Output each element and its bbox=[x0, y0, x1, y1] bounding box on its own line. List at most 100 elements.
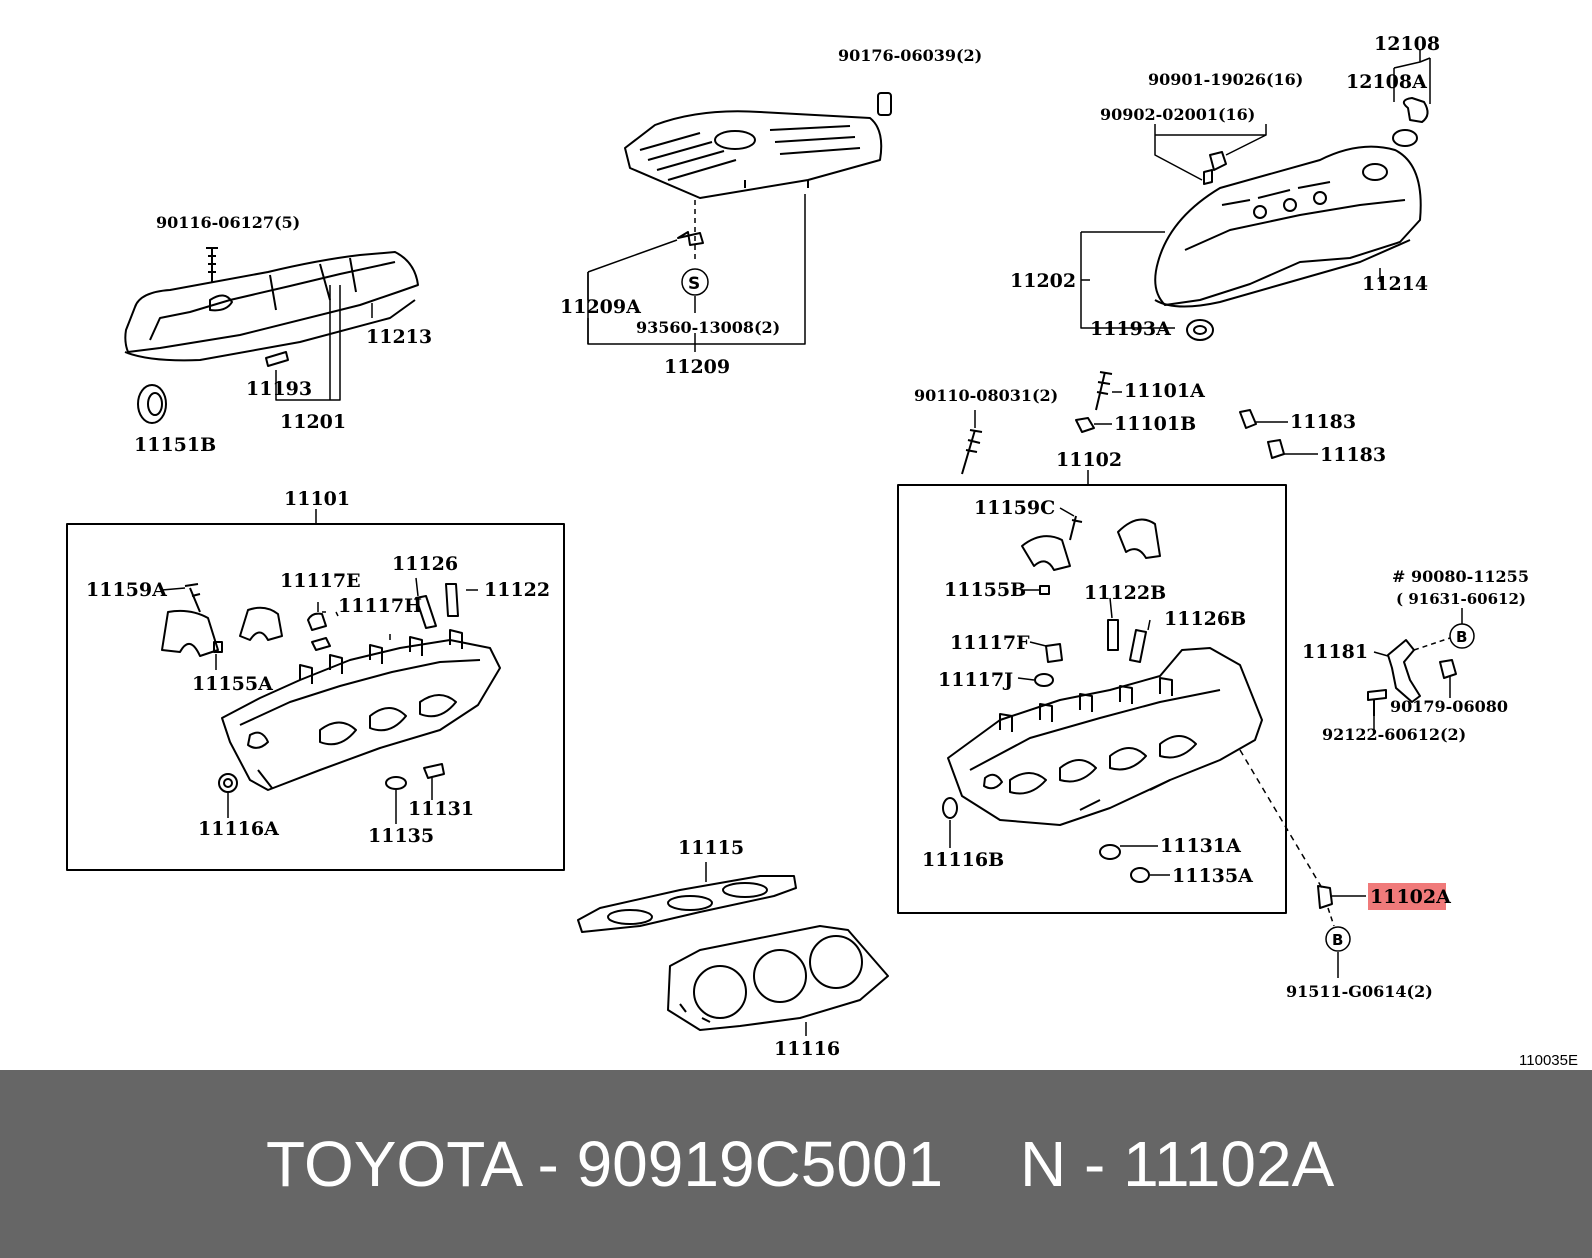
label-11117f: 11117F bbox=[950, 632, 1030, 654]
highlight-11102a bbox=[1368, 883, 1446, 910]
footer-reference: N - 11102A bbox=[1020, 1128, 1335, 1200]
label-11213: 11213 bbox=[366, 326, 432, 348]
label-11135a: 11135A bbox=[1172, 865, 1253, 887]
grommet-11193a bbox=[1186, 319, 1214, 341]
seal-11131 bbox=[423, 763, 445, 779]
seal-11131a bbox=[1099, 844, 1121, 860]
label-11131a: 11131A bbox=[1160, 835, 1241, 857]
label-11101: 11101 bbox=[284, 488, 350, 510]
label-11159c: 11159C bbox=[974, 497, 1055, 519]
bolt-92122 bbox=[1367, 689, 1387, 716]
label-11131: 11131 bbox=[408, 798, 474, 820]
label-11214: 11214 bbox=[1362, 273, 1428, 295]
label-90116-06127: 90116-06127(5) bbox=[156, 213, 300, 232]
plug-11117f bbox=[1045, 643, 1063, 663]
label-11135: 11135 bbox=[368, 825, 434, 847]
nut-11101b bbox=[1075, 417, 1095, 433]
washer-11117j bbox=[1034, 673, 1054, 687]
label-11126b: 11126B bbox=[1164, 608, 1246, 630]
guide-11122 bbox=[445, 583, 459, 617]
label-b-lower: B bbox=[1332, 931, 1343, 949]
bracket-11209a bbox=[677, 231, 704, 246]
label-11201: 11201 bbox=[280, 411, 346, 433]
label-11183-lower: 11183 bbox=[1320, 444, 1386, 466]
label-11101b: 11101B bbox=[1114, 413, 1196, 435]
label-12108a: 12108A bbox=[1346, 71, 1427, 93]
bearing-cap-11159c bbox=[1021, 518, 1161, 571]
grommet-90901 bbox=[1203, 151, 1227, 185]
pin-11155a bbox=[213, 641, 223, 653]
label-11122b: 11122B bbox=[1084, 582, 1166, 604]
footer-bar: TOYOTA - 90919C5001 N - 11102A bbox=[0, 1070, 1592, 1258]
bracket-11181 bbox=[1387, 639, 1421, 703]
sensor-11102a bbox=[1317, 885, 1333, 909]
diagram-code: 110035E bbox=[1519, 1052, 1578, 1069]
cylinder-head-right bbox=[947, 647, 1263, 826]
intake-gasket-11115 bbox=[577, 875, 797, 933]
label-11116b: 11116B bbox=[922, 849, 1004, 871]
label-11209: 11209 bbox=[664, 356, 730, 378]
nut-90179 bbox=[1439, 659, 1457, 679]
label-90902-02001: 90902-02001(16) bbox=[1100, 105, 1255, 124]
label-90080-11255: # 90080-11255 bbox=[1392, 567, 1529, 586]
label-11193: 11193 bbox=[246, 378, 312, 400]
label-11159a: 11159A bbox=[86, 579, 167, 601]
label-91511-g0614: 91511-G0614(2) bbox=[1286, 982, 1433, 1001]
label-11202: 11202 bbox=[1010, 270, 1076, 292]
gasket-11193 bbox=[265, 351, 289, 367]
label-11116: 11116 bbox=[774, 1038, 840, 1060]
label-90110-08031: 90110-08031(2) bbox=[914, 386, 1058, 405]
label-11117j: 11117J bbox=[938, 669, 1013, 691]
b-marker-lower bbox=[1325, 926, 1351, 952]
bolt-90110 bbox=[961, 429, 983, 475]
label-11116a: 11116A bbox=[198, 818, 279, 840]
pin-11155b bbox=[1039, 585, 1050, 595]
label-90179-06080: 90179-06080 bbox=[1390, 697, 1508, 716]
seal-11151b bbox=[137, 384, 167, 424]
guide-11122b bbox=[1107, 619, 1119, 651]
label-11151b: 11151B bbox=[134, 434, 216, 456]
head-gasket-11116 bbox=[667, 925, 889, 1031]
bolt-11159a bbox=[184, 583, 201, 613]
s-marker-circle bbox=[681, 268, 709, 296]
label-11122: 11122 bbox=[484, 579, 550, 601]
label-93560-13008: 93560-13008(2) bbox=[636, 318, 780, 337]
label-11181: 11181 bbox=[1302, 641, 1368, 663]
label-s: S bbox=[688, 274, 700, 294]
seal-11116a bbox=[218, 773, 238, 793]
label-11102: 11102 bbox=[1056, 449, 1122, 471]
label-12108: 12108 bbox=[1374, 33, 1440, 55]
bolt-11159c bbox=[1069, 515, 1083, 541]
label-11183-upper: 11183 bbox=[1290, 411, 1356, 433]
bushing-90176 bbox=[877, 92, 892, 116]
label-11102a: 11102A bbox=[1370, 886, 1451, 908]
label-92122-60612: 92122-60612(2) bbox=[1322, 725, 1466, 744]
washer-11135 bbox=[385, 776, 407, 790]
engine-cover-11209 bbox=[624, 110, 883, 199]
parts-diagram: 90176-06039(2) 12108 12108A 90901-19026(… bbox=[66, 33, 1529, 1060]
label-11155a: 11155A bbox=[192, 673, 273, 695]
label-91631-60612: ( 91631-60612) bbox=[1396, 590, 1526, 608]
label-11209a: 11209A bbox=[560, 296, 641, 318]
label-11117h: 11117H bbox=[338, 595, 422, 617]
cylinder-head-cover-right bbox=[1154, 145, 1422, 308]
bolt-11101a bbox=[1095, 371, 1113, 411]
label-11101a: 11101A bbox=[1124, 380, 1205, 402]
footer-part-number: TOYOTA - 90919C5001 bbox=[266, 1128, 944, 1200]
label-90176-06039: 90176-06039(2) bbox=[838, 46, 982, 65]
label-11115: 11115 bbox=[678, 837, 744, 859]
washer-11135a bbox=[1130, 867, 1150, 883]
label-b-upper: B bbox=[1456, 628, 1467, 646]
cylinder-head-cover-left bbox=[124, 251, 419, 362]
oil-cap-12108 bbox=[1392, 97, 1429, 147]
guide-11126 bbox=[415, 595, 437, 629]
plug-11183 bbox=[1239, 409, 1285, 459]
label-11126: 11126 bbox=[392, 553, 458, 575]
seal-11116b bbox=[942, 797, 958, 819]
label-11193a: 11193A bbox=[1090, 318, 1171, 340]
guide-11126b bbox=[1129, 629, 1147, 663]
bearing-cap-11159a bbox=[161, 606, 283, 657]
label-11117e: 11117E bbox=[280, 570, 361, 592]
label-90901-19026: 90901-19026(16) bbox=[1148, 70, 1303, 89]
cylinder-head-left bbox=[221, 629, 501, 791]
